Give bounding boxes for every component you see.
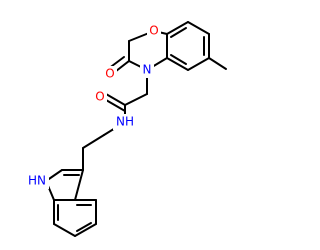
molecule-canvas: O O N O NH HN [25,21,227,237]
bond-carbonyl-oxo-a [105,93,126,106]
atom-label-layer: O O N O NH HN [25,23,161,189]
bond-indole-c3a-c3 [74,169,84,201]
bond-aromatic-3 [187,21,210,35]
bond-indole-benz-3 [74,223,97,237]
bond-aromatic-double-c [170,54,187,65]
bond-aromatic-5 [187,57,210,71]
bond-carbonyl-oxo-b [105,99,126,112]
bond-aromatic-6 [166,57,189,71]
bond-aromatic-methyl [208,57,227,70]
bond-ch2-carbonyl [124,93,148,106]
bond-aromatic-2 [166,21,189,35]
lactam-oxygen-label: O [105,67,114,81]
amide-nitrogen-label: NH [116,115,134,129]
molecule-structure: O O N O NH HN [25,21,227,237]
ring-nitrogen-label: N [143,63,152,77]
bond-aromatic-double-a [170,27,187,38]
amide-oxygen-label: O [95,90,104,104]
bond-ethyl-1 [82,134,105,149]
indole-nitrogen-label: HN [28,174,46,188]
bond-indole-benz-double-b [76,222,92,232]
ring-oxygen-label: O [149,24,158,38]
bond-indole-benz-2 [53,223,76,237]
